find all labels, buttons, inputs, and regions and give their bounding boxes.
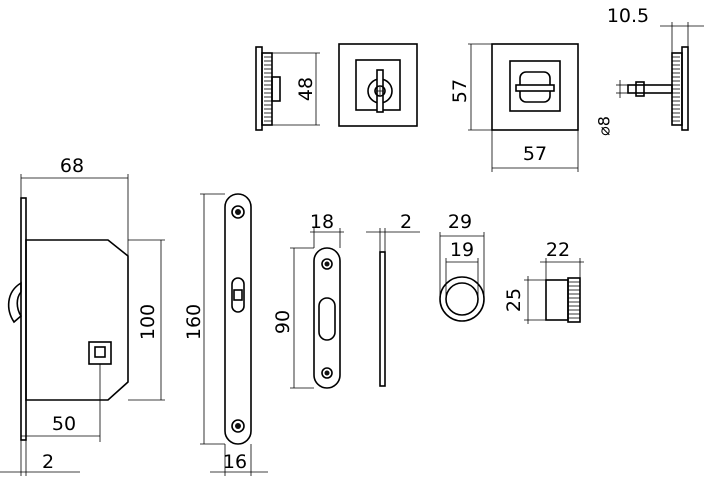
- dimension-22: 22: [540, 239, 584, 280]
- dim-label-rosette-height: 57: [449, 79, 471, 103]
- dim-label-rosette-width: 57: [523, 143, 547, 165]
- rosette-side-view-right: [627, 46, 689, 131]
- dimension-57-vertical: 57: [449, 43, 492, 131]
- strike-plate: [313, 247, 341, 389]
- dimension-10-5: 10.5: [607, 5, 704, 53]
- dimension-16: 16: [210, 444, 268, 476]
- dim-label-lock-height: 100: [137, 304, 159, 340]
- dimension-18: 18: [310, 211, 344, 248]
- dim-label-pull-inner: 19: [450, 239, 474, 261]
- dim-label-faceplate-thickness: 2: [42, 451, 54, 473]
- dimension-2-left: 2: [0, 440, 80, 476]
- knob-side-view: [545, 277, 581, 323]
- dimension-100: 100: [128, 239, 165, 401]
- rosette-front-indicator: [491, 43, 579, 131]
- rosette-front-thumbturn: [338, 43, 418, 127]
- dim-label-knob-width: 22: [546, 239, 570, 261]
- plate-side-view: [379, 251, 386, 387]
- dimension-25: 25: [503, 276, 546, 324]
- dim-label-faceplate-length: 160: [183, 304, 205, 340]
- dimension-48: 48: [272, 52, 320, 126]
- dimension-2-plate: 2: [366, 211, 420, 252]
- mortise-lock-body: [7, 197, 129, 441]
- dimension-19: 19: [445, 239, 479, 299]
- dimension-50: 50: [21, 364, 101, 442]
- dim-label-knob-height: 25: [503, 288, 525, 312]
- dim-label-rosette-height-small: 48: [295, 77, 317, 101]
- faceplate-front: [224, 193, 252, 445]
- flush-pull: [439, 276, 485, 322]
- dimension-29: 29: [439, 211, 485, 299]
- dim-label-faceplate-width: 16: [223, 451, 247, 473]
- dim-label-pull-outer: 29: [448, 211, 472, 233]
- dim-label-backset: 50: [52, 413, 76, 435]
- dim-label-rosette-offset: 10.5: [607, 5, 649, 27]
- dim-label-spindle-diameter: ⌀8: [595, 116, 614, 136]
- dimension-68: 68: [20, 155, 129, 256]
- dim-label-strike-length: 90: [272, 310, 294, 334]
- dim-label-plate-thickness: 2: [400, 211, 412, 233]
- dim-label-lock-depth: 68: [60, 155, 84, 177]
- dimension-diameter-8: ⌀8: [595, 80, 628, 136]
- dim-label-strike-width: 18: [310, 211, 334, 233]
- rosette-side-view-left: [255, 46, 281, 131]
- dimension-57-horizontal: 57: [491, 130, 579, 172]
- dimension-90: 90: [272, 247, 314, 389]
- dimension-160: 160: [183, 193, 225, 445]
